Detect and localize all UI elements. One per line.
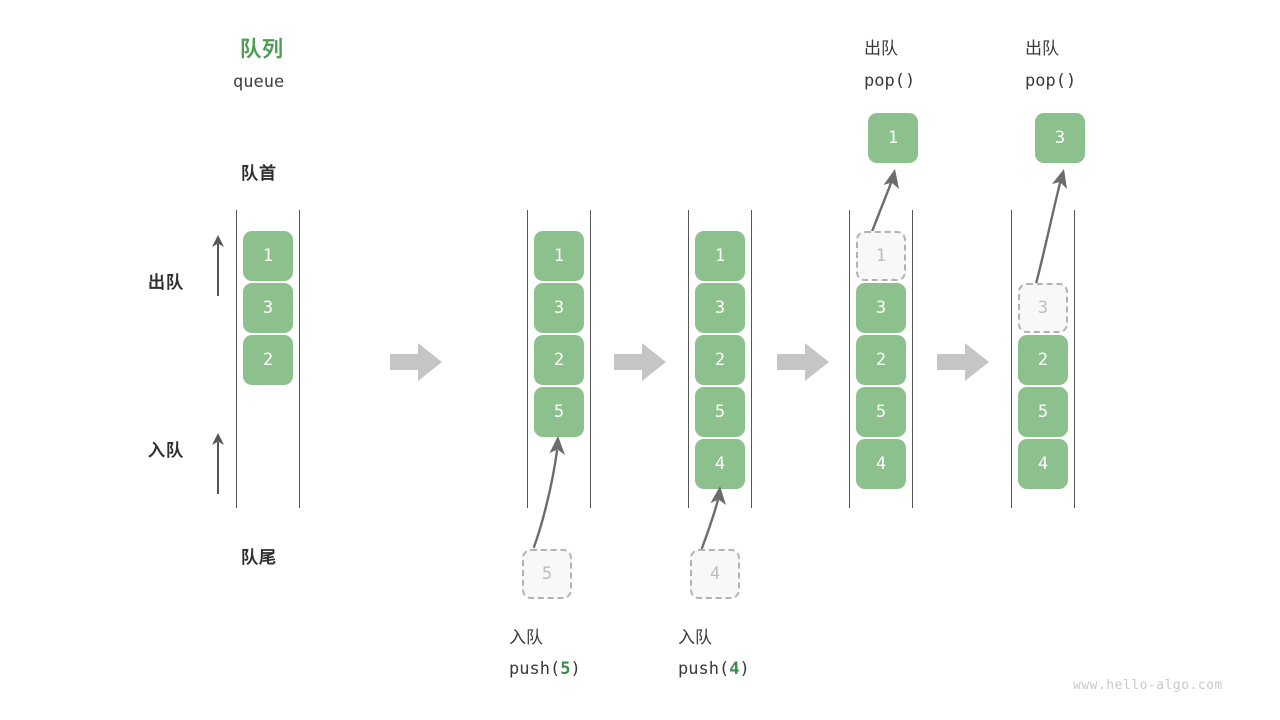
queue-cell-removed: 1 [856,231,906,281]
pop-arrow-icon [1018,163,1078,295]
diagram-title-cn: 队列 [240,38,284,61]
pop-caption-cn: 出队 [864,39,898,58]
right-arrow-icon [937,343,989,381]
queue-cell: 3 [695,283,745,333]
queue-cell: 1 [534,231,584,281]
queue-cell: 5 [534,387,584,437]
queue-cell: 3 [856,283,906,333]
pop-caption-code: pop() [864,71,915,91]
push-arrow-icon [690,478,740,556]
queue-column-push-4: 1 3 2 5 4 [688,210,752,508]
dequeue-legend-label: 出队 [148,273,184,292]
queue-rail-left [688,210,689,508]
queue-column-push-5: 1 3 2 5 [527,210,591,508]
push-caption-cn: 入队 [678,628,712,647]
right-arrow-icon [614,343,666,381]
push-caption-code: push(4) [678,659,750,679]
queue-cell: 4 [695,439,745,489]
queue-rail-left [849,210,850,508]
queue-rail-right [1074,210,1075,508]
queue-tail-label: 队尾 [241,548,277,567]
queue-rail-left [1011,210,1012,508]
queue-cell: 1 [695,231,745,281]
queue-rail-right [912,210,913,508]
up-arrow-icon [208,232,228,298]
push-code-arg: 4 [729,659,740,679]
push-code-suffix: ) [739,659,750,679]
queue-cell: 5 [1018,387,1068,437]
push-arrow-icon [520,425,580,555]
queue-column-pop-3: 3 2 5 4 [1011,210,1075,508]
pop-code-suffix: ) [904,71,916,91]
push-code-suffix: ) [570,659,581,679]
push-input-cell: 5 [522,549,572,599]
queue-cell: 4 [856,439,906,489]
pop-caption-code: pop() [1025,71,1076,91]
pop-code-prefix: pop( [1025,71,1066,91]
pop-code-prefix: pop( [864,71,905,91]
right-arrow-icon [777,343,829,381]
queue-cell: 2 [534,335,584,385]
push-code-arg: 5 [560,659,571,679]
enqueue-legend-label: 入队 [148,441,184,460]
queue-cell-removed: 3 [1018,283,1068,333]
pop-code-suffix: ) [1065,71,1077,91]
queue-cell: 2 [1018,335,1068,385]
up-arrow-icon [208,430,228,496]
queue-cell: 5 [695,387,745,437]
queue-cell: 5 [856,387,906,437]
watermark: www.hello-algo.com [1073,678,1223,693]
queue-cell: 1 [243,231,293,281]
queue-cell: 3 [534,283,584,333]
queue-cell: 2 [695,335,745,385]
queue-column-pop-1: 1 3 2 5 4 [849,210,913,508]
pop-output-cell: 3 [1035,113,1085,163]
queue-cell: 2 [243,335,293,385]
right-arrow-icon [390,343,442,381]
queue-column-initial: 1 3 2 [236,210,300,508]
queue-rail-right [751,210,752,508]
push-input-cell: 4 [690,549,740,599]
queue-rail-right [299,210,300,508]
push-caption-cn: 入队 [509,628,543,647]
push-code-prefix: push( [509,659,561,679]
queue-cell: 2 [856,335,906,385]
queue-head-label: 队首 [241,164,277,183]
queue-cell: 3 [243,283,293,333]
queue-rail-left [527,210,528,508]
push-caption-code: push(5) [509,659,581,679]
diagram-title-en: queue [233,72,285,92]
pop-caption-cn: 出队 [1025,39,1059,58]
push-code-prefix: push( [678,659,730,679]
queue-rail-right [590,210,591,508]
queue-rail-left [236,210,237,508]
queue-cell: 4 [1018,439,1068,489]
pop-output-cell: 1 [868,113,918,163]
